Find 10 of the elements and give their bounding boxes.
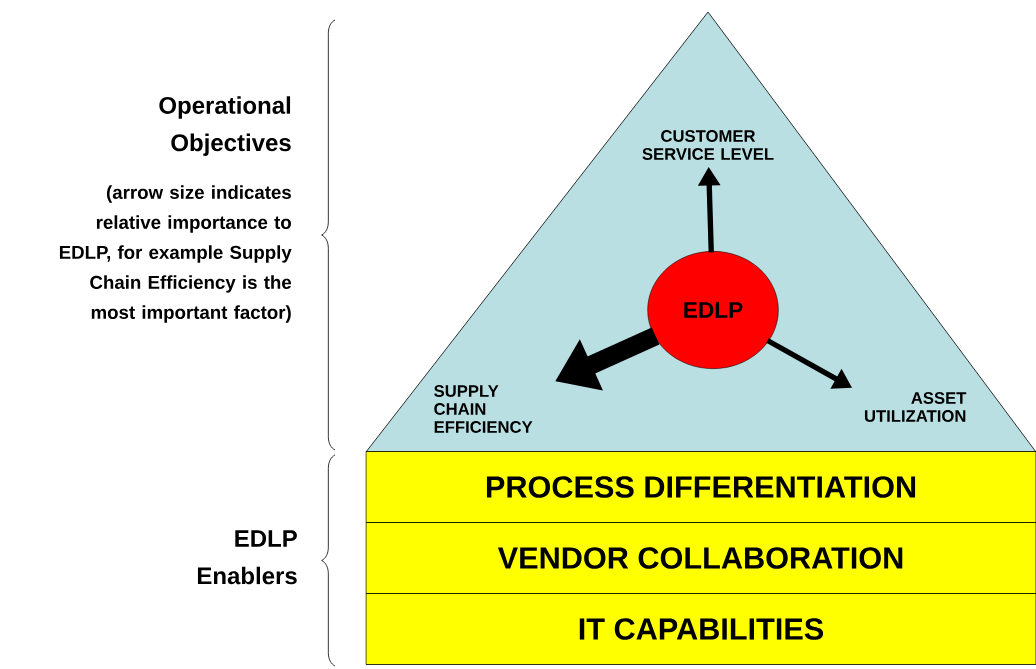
objective-label: CUSTOMER SERVICE LEVEL [642, 130, 774, 160]
heading-label: Operational Objectives [159, 96, 291, 156]
note-text: (arrow size indicates relative importance to EDLP, for example Supply Chain Efficiency is the most important factor) [59, 185, 292, 323]
objective-label: SUPPLY CHAIN EFFICIENCY [434, 385, 533, 433]
objective-label: ASSET UTILIZATION [864, 392, 967, 422]
layer-bar: PROCESS DIFFERENTIATION [365, 451, 1036, 523]
layer-bar: IT CAPABILITIES [365, 593, 1036, 665]
heading-label: EDLP Enablers [197, 530, 297, 585]
triangle [365, 11, 1036, 453]
layer-bar: VENDOR COLLABORATION [365, 522, 1036, 594]
